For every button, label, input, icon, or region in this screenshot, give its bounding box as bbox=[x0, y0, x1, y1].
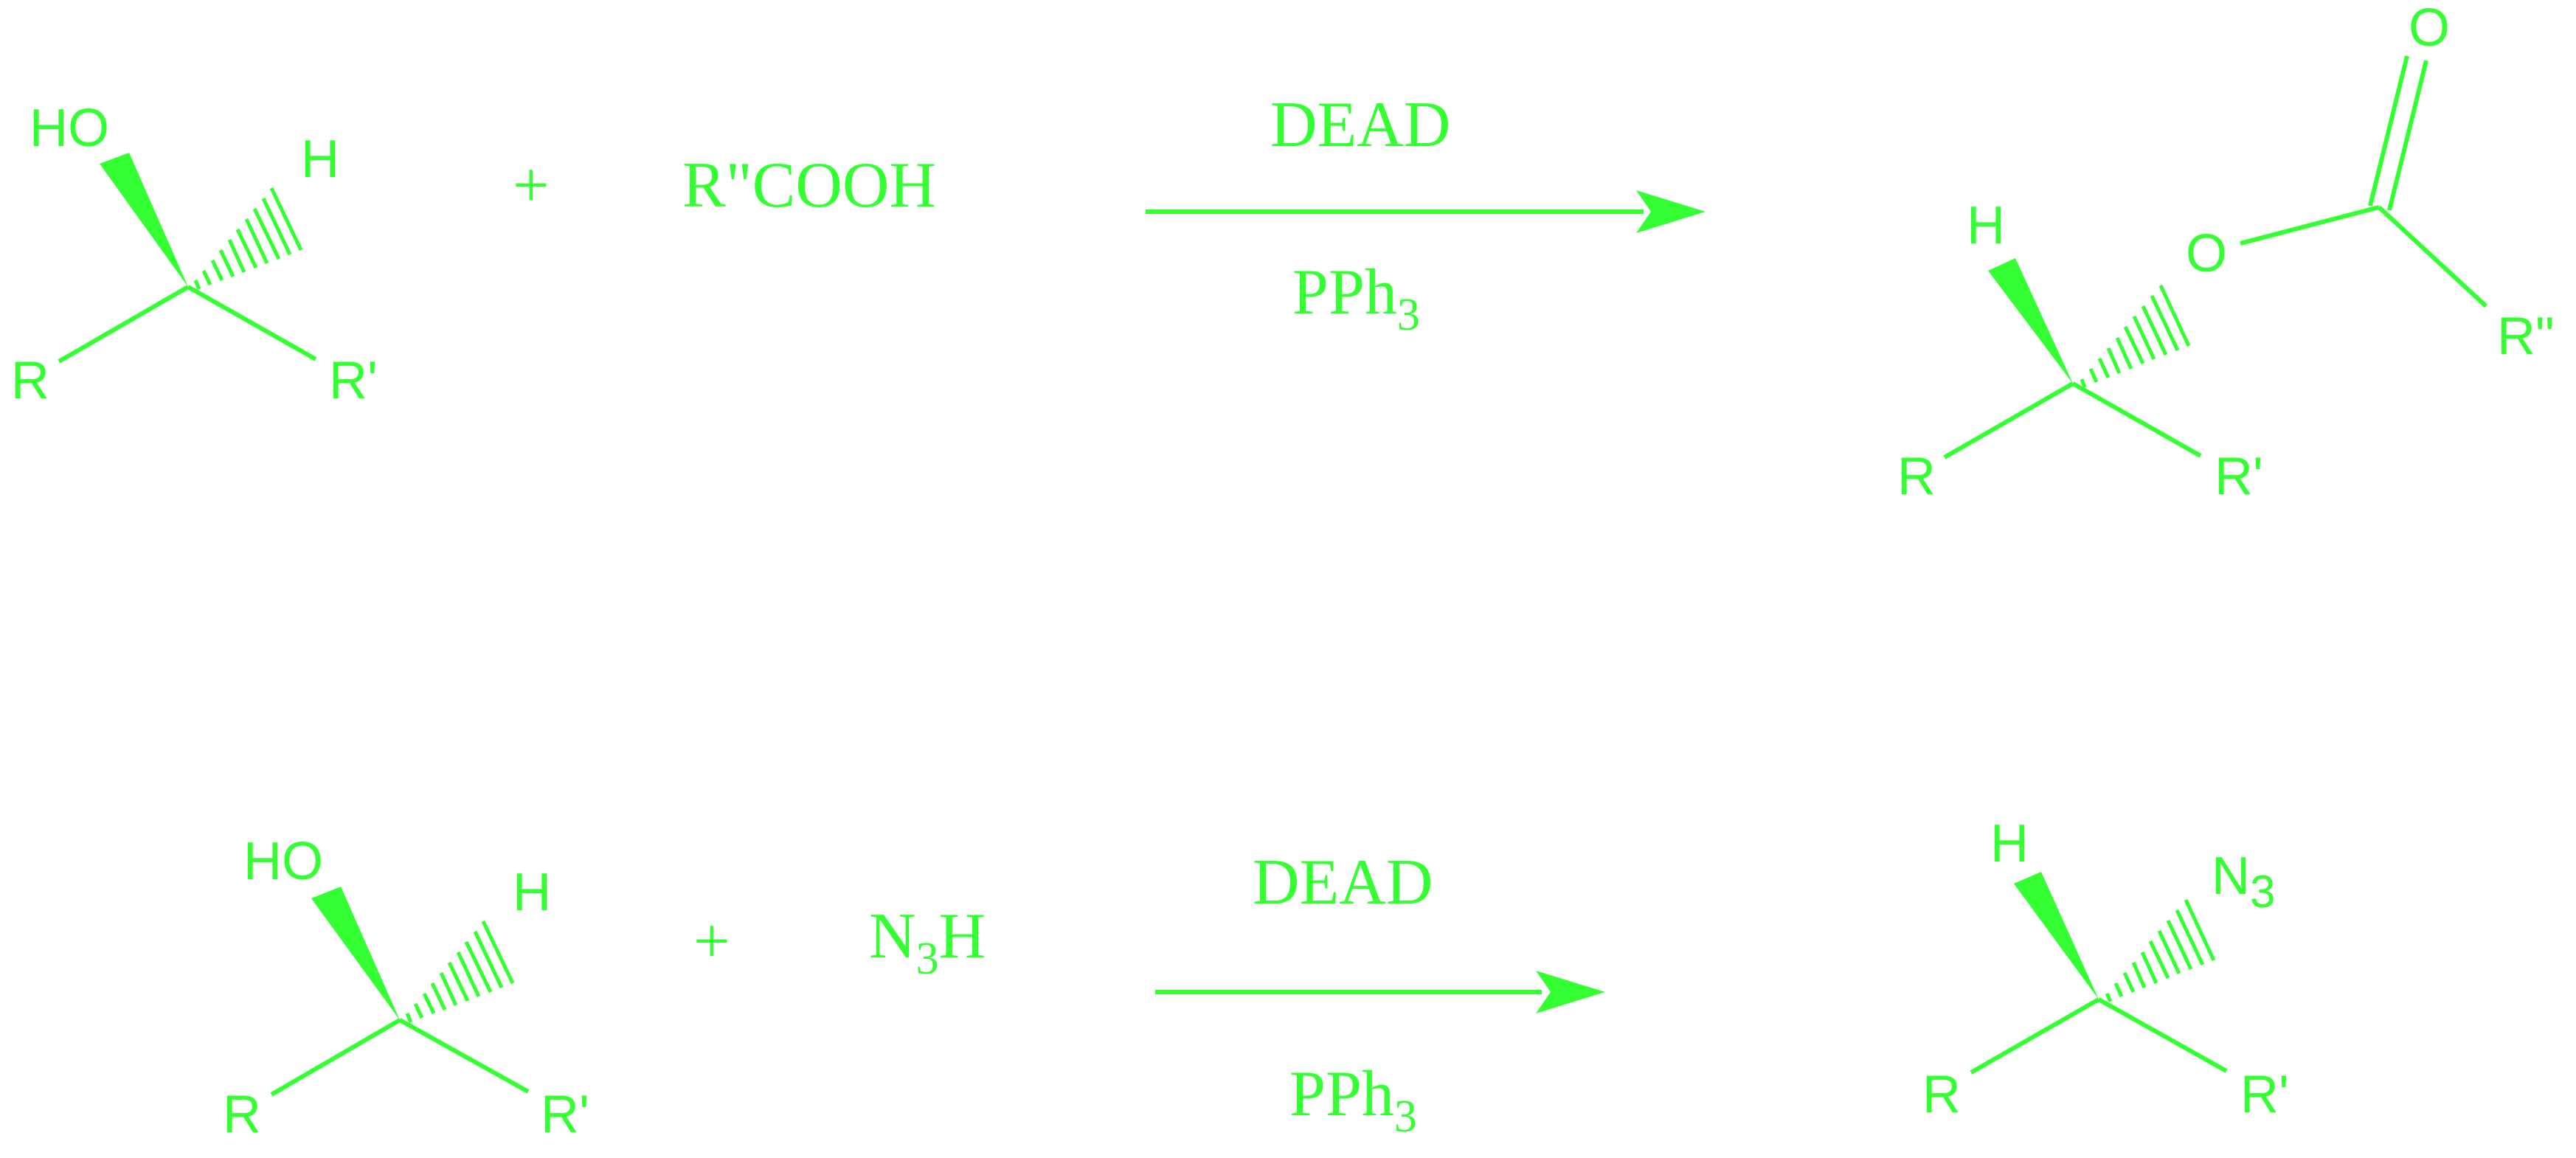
condition-pph3: PPh3 bbox=[1292, 257, 1420, 340]
reaction-1-arrow bbox=[1146, 190, 1706, 233]
plus-sign: + bbox=[513, 150, 550, 221]
label-n3: N3 bbox=[2212, 847, 2275, 918]
label-h: H bbox=[301, 130, 339, 189]
hashed-bond bbox=[405, 920, 515, 1023]
reaction-2-arrow bbox=[1155, 971, 1605, 1013]
bond-c-r bbox=[1970, 997, 2100, 1075]
bond-c-r-prime bbox=[187, 285, 317, 361]
reaction-1-product-ester: H O O R" R R' bbox=[1897, 0, 2555, 506]
bond-c-r-prime bbox=[2097, 997, 2228, 1073]
label-r-prime: R' bbox=[2240, 1065, 2289, 1124]
label-h: H bbox=[513, 863, 551, 922]
label-h: H bbox=[1990, 814, 2029, 873]
wedge-bond bbox=[311, 887, 400, 1020]
label-r: R bbox=[11, 351, 49, 410]
label-h: H bbox=[1967, 196, 2005, 255]
condition-pph3: PPh3 bbox=[1289, 1058, 1417, 1142]
reagent-hydrazoic-acid: N3H bbox=[869, 901, 986, 984]
label-ho: HO bbox=[243, 832, 323, 891]
wedge-bond bbox=[2014, 872, 2099, 999]
label-r: R bbox=[1922, 1065, 1961, 1124]
reagent-carboxylic-acid: R"COOH bbox=[682, 150, 936, 221]
label-r: R bbox=[223, 1085, 261, 1144]
wedge-bond bbox=[100, 153, 188, 287]
hashed-bond bbox=[193, 187, 303, 290]
bond-c-r bbox=[1943, 381, 2074, 460]
bond-c-r bbox=[270, 1018, 401, 1097]
reaction-1-reactant-alcohol: HO H R R' bbox=[11, 99, 378, 410]
hashed-bond bbox=[2105, 898, 2216, 1003]
bond-c-r-prime bbox=[398, 1018, 530, 1094]
reaction-2: HO H R R' + N3H DEAD PPh3 bbox=[223, 814, 2289, 1144]
reaction-1: HO H R R' + R"COOH DEAD PPh3 bbox=[11, 0, 2555, 506]
bond-c-r-prime bbox=[2071, 381, 2202, 458]
bond-carbonyl-r-double-prime bbox=[2377, 205, 2488, 308]
condition-dead: DEAD bbox=[1253, 847, 1433, 918]
bond-o-carbonyl bbox=[2240, 205, 2380, 246]
label-o-ester: O bbox=[2186, 224, 2227, 283]
hashed-bond bbox=[2080, 284, 2191, 388]
carbonyl-double-bond-a bbox=[2368, 55, 2409, 207]
reaction-2-reactant-alcohol: HO H R R' bbox=[223, 832, 589, 1144]
carbonyl-double-bond-b bbox=[2387, 60, 2428, 211]
label-r: R bbox=[1897, 447, 1936, 506]
bond-c-r bbox=[58, 285, 190, 364]
label-r-double-prime: R" bbox=[2497, 307, 2555, 366]
label-r-prime: R' bbox=[329, 351, 378, 410]
wedge-bond bbox=[1988, 258, 2073, 384]
reaction-2-product-azide: H N3 R R' bbox=[1922, 814, 2289, 1124]
label-ho: HO bbox=[30, 99, 109, 158]
label-r-prime: R' bbox=[541, 1085, 589, 1144]
label-r-prime: R' bbox=[2215, 447, 2263, 506]
label-o-carbonyl: O bbox=[2409, 0, 2450, 58]
plus-sign: + bbox=[693, 906, 730, 977]
condition-dead: DEAD bbox=[1270, 89, 1450, 161]
